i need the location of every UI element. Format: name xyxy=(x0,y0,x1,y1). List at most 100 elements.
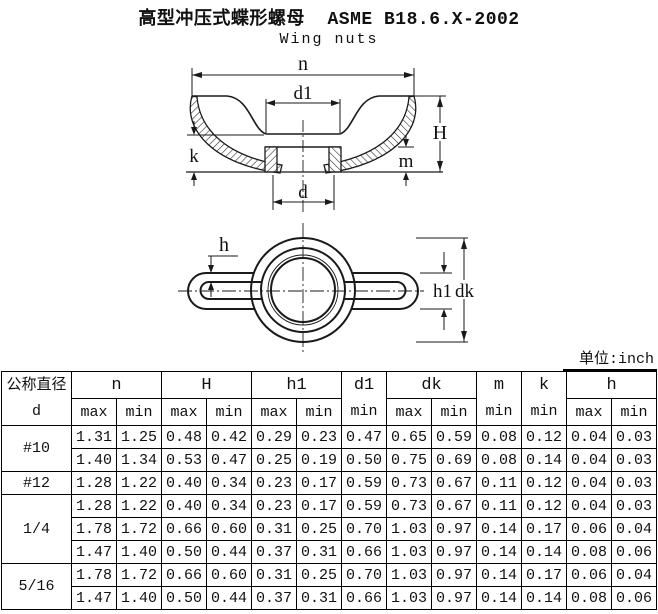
value-cell: 0.06 xyxy=(566,563,613,587)
value-cell: 0.23 xyxy=(251,494,298,518)
value-cell: 0.25 xyxy=(296,517,343,541)
value-cell: 0.69 xyxy=(431,448,478,472)
value-cell: 0.66 xyxy=(341,540,388,564)
value-cell: 0.70 xyxy=(341,563,388,587)
value-cell: 0.50 xyxy=(161,540,208,564)
col-header-sub: min xyxy=(485,402,513,420)
value-cell: 0.59 xyxy=(341,471,388,495)
page-title: 高型冲压式蝶形螺母 ASME B18.6.X-2002 xyxy=(138,10,520,30)
value-cell: 0.40 xyxy=(161,471,208,495)
col-header-sub: min xyxy=(530,402,558,420)
value-cell: 1.22 xyxy=(115,494,163,518)
col-header-h1: h1 xyxy=(251,371,343,399)
value-cell: 1.03 xyxy=(386,517,433,541)
value-cell: 0.17 xyxy=(296,471,343,495)
col-subheader-H-max: max xyxy=(161,398,208,426)
value-cell: 0.31 xyxy=(251,517,298,541)
value-cell: 1.78 xyxy=(71,563,117,587)
nominal-header-symbol: d xyxy=(31,402,41,420)
value-cell: 0.73 xyxy=(386,494,433,518)
value-cell: 0.14 xyxy=(521,448,568,472)
value-cell: 0.14 xyxy=(521,586,568,610)
value-cell: 0.08 xyxy=(476,425,523,449)
row-label--12: #12 xyxy=(1,471,72,495)
col-subheader-dk-max: max xyxy=(386,398,433,426)
value-cell: 0.04 xyxy=(566,494,613,518)
front-view-diagram: n d1 H k m d xyxy=(186,53,449,212)
value-cell: 1.03 xyxy=(386,586,433,610)
value-cell: 0.25 xyxy=(251,448,298,472)
value-cell: 0.70 xyxy=(341,517,388,541)
col-subheader-h-min: min xyxy=(611,398,658,426)
value-cell: 0.66 xyxy=(161,563,208,587)
col-header-n: n xyxy=(70,371,163,399)
col-header-sub: min xyxy=(350,402,378,420)
dim-label-d1: d1 xyxy=(294,83,313,104)
value-cell: 0.14 xyxy=(476,563,523,587)
dim-label-d: d xyxy=(298,182,308,203)
value-cell: 1.40 xyxy=(115,540,163,564)
value-cell: 0.47 xyxy=(206,448,253,472)
value-cell: 1.34 xyxy=(115,448,163,472)
value-cell: 1.40 xyxy=(71,448,117,472)
value-cell: 0.11 xyxy=(476,471,523,495)
nominal-header-text: 公称直径 xyxy=(6,376,67,394)
value-cell: 1.47 xyxy=(71,540,117,564)
value-cell: 0.06 xyxy=(611,540,658,564)
col-header-label: k xyxy=(538,375,550,395)
value-cell: 0.66 xyxy=(341,586,388,610)
value-cell: 1.78 xyxy=(71,517,117,541)
value-cell: 0.34 xyxy=(206,471,253,495)
value-cell: 0.03 xyxy=(611,448,658,472)
value-cell: 0.04 xyxy=(566,448,613,472)
value-cell: 0.12 xyxy=(521,425,568,449)
col-header-h: h xyxy=(566,371,658,399)
value-cell: 1.31 xyxy=(71,425,117,449)
value-cell: 0.23 xyxy=(296,425,343,449)
value-cell: 0.67 xyxy=(431,471,478,495)
col-header-H: H xyxy=(161,371,253,399)
value-cell: 0.08 xyxy=(566,586,613,610)
col-subheader-n-min: min xyxy=(115,398,163,426)
value-cell: 1.03 xyxy=(386,540,433,564)
value-cell: 1.28 xyxy=(71,494,117,518)
value-cell: 0.04 xyxy=(611,563,658,587)
value-cell: 0.31 xyxy=(296,540,343,564)
col-subheader-h1-min: min xyxy=(296,398,343,426)
value-cell: 0.12 xyxy=(521,494,568,518)
col-subheader-n-max: max xyxy=(71,398,117,426)
col-header-label: d1 xyxy=(353,375,375,395)
value-cell: 0.44 xyxy=(206,540,253,564)
dim-label-m: m xyxy=(399,151,414,172)
row-label-1-4: 1/4 xyxy=(1,494,72,564)
value-cell: 0.50 xyxy=(161,586,208,610)
value-cell: 0.37 xyxy=(251,540,298,564)
value-cell: 0.97 xyxy=(431,540,478,564)
value-cell: 0.47 xyxy=(341,425,388,449)
value-cell: 0.31 xyxy=(251,563,298,587)
value-cell: 0.03 xyxy=(611,425,658,449)
value-cell: 0.14 xyxy=(476,517,523,541)
value-cell: 0.04 xyxy=(566,471,613,495)
value-cell: 0.04 xyxy=(611,517,658,541)
value-cell: 0.31 xyxy=(296,586,343,610)
value-cell: 1.03 xyxy=(386,563,433,587)
value-cell: 0.08 xyxy=(476,448,523,472)
value-cell: 0.53 xyxy=(161,448,208,472)
dim-label-k: k xyxy=(189,146,199,167)
col-header-nominal-diameter: 公称直径 d xyxy=(1,371,72,426)
value-cell: 0.17 xyxy=(521,563,568,587)
row-label-5-16: 5/16 xyxy=(1,563,72,610)
